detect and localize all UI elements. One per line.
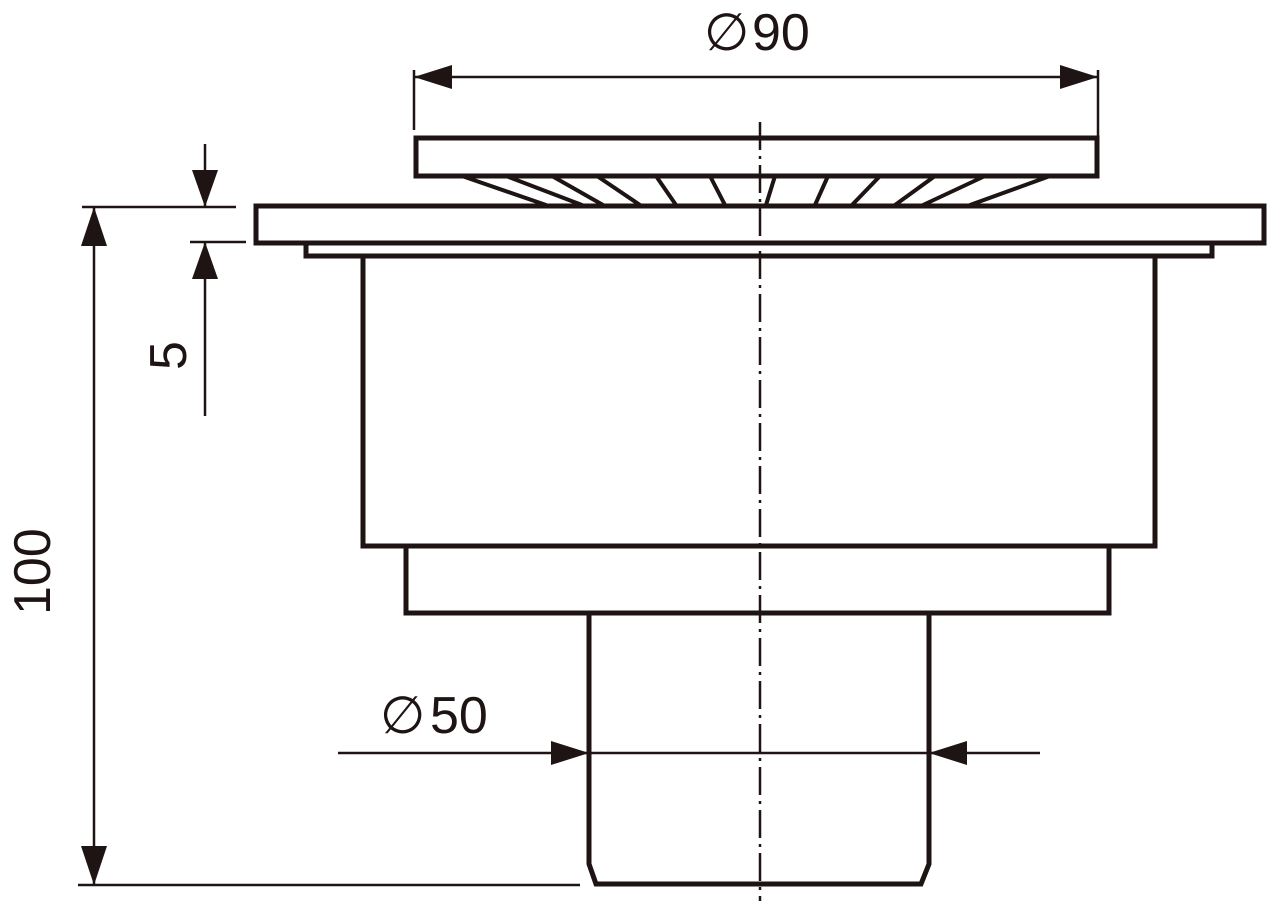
grille-slat bbox=[921, 174, 987, 207]
flange-thickness-value: 5 bbox=[140, 341, 198, 370]
grille-slat bbox=[813, 174, 830, 207]
grille-slat bbox=[893, 174, 937, 207]
grille-slat bbox=[460, 174, 548, 207]
arrowhead-up bbox=[81, 207, 107, 246]
flange-plate bbox=[253, 203, 1267, 246]
grille-slat bbox=[968, 174, 1052, 207]
grille-slat bbox=[550, 174, 605, 207]
reducer-collar bbox=[403, 543, 1112, 616]
grille-slat bbox=[764, 174, 777, 207]
flange-thickness-dimension: 5 bbox=[82, 144, 246, 416]
arrowhead-up bbox=[192, 242, 218, 279]
total-height-dimension: 100 bbox=[4, 207, 580, 887]
grille-slats bbox=[460, 174, 1052, 207]
outlet-pipe bbox=[586, 610, 932, 887]
grate-cover-plate bbox=[413, 135, 1100, 179]
grille-slat bbox=[850, 174, 882, 207]
grille-slat bbox=[504, 174, 584, 207]
top-diameter-dimension: ∅ 90 bbox=[412, 3, 1100, 138]
arrowhead-down bbox=[81, 846, 107, 885]
total-height-value: 100 bbox=[4, 528, 62, 615]
grille-slat bbox=[595, 174, 642, 207]
outlet-diameter-value: 50 bbox=[430, 687, 488, 745]
grille-slat bbox=[654, 174, 678, 207]
arrowhead-left bbox=[551, 741, 589, 765]
arrowhead-right bbox=[1060, 65, 1098, 89]
arrowhead-left bbox=[414, 65, 452, 89]
grille-slat bbox=[708, 174, 727, 207]
diameter-symbol: ∅ bbox=[704, 3, 749, 63]
top-diameter-value: 90 bbox=[752, 4, 810, 62]
arrowhead-right bbox=[929, 741, 967, 765]
outlet-diameter-dimension: ∅ 50 bbox=[338, 686, 1040, 765]
arrowhead-down bbox=[192, 170, 218, 207]
diameter-symbol: ∅ bbox=[380, 686, 425, 746]
